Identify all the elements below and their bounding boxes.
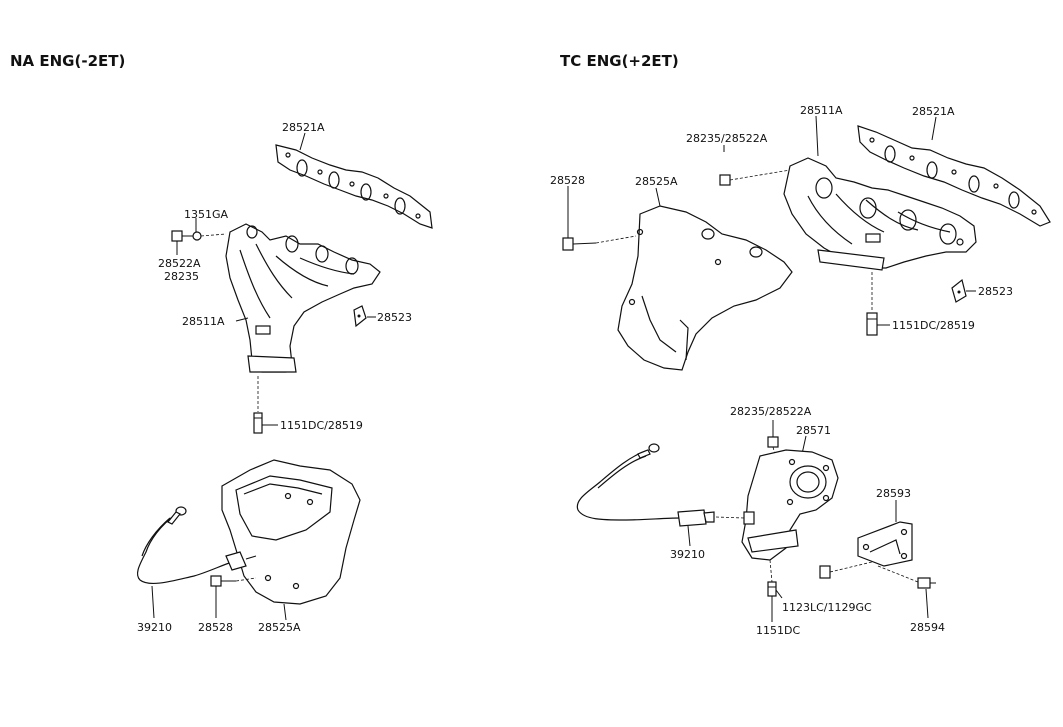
tc-bolt-28528-drawing <box>562 235 637 251</box>
tc-label-support: 28593 <box>876 487 911 500</box>
na-label-sensor: 39210 <box>137 621 172 634</box>
tc-manifold-drawing <box>783 157 977 271</box>
tc-stud-2-drawing <box>767 559 777 622</box>
tc-label-support-bolt: 28594 <box>910 621 945 634</box>
tc-turbo-housing-drawing <box>741 449 839 561</box>
na-label-gasket: 28521A <box>282 121 325 134</box>
tc-gasket-drawing <box>857 125 1051 227</box>
na-label-heat-shield: 28525A <box>258 621 301 634</box>
tc-sensor-drawing <box>576 443 745 527</box>
na-label-bolt-b: 28235 <box>164 270 199 283</box>
tc-label-gasket: 28521A <box>912 105 955 118</box>
na-label-stud: 1151DC/28519 <box>280 419 363 432</box>
na-label-manifold: 28511A <box>182 315 225 328</box>
tc-label-bolt-pair-2: 28235/28522A <box>730 405 812 418</box>
section-title-tc: TC ENG(+2ET) <box>560 52 679 70</box>
na-label-nut-seal: 1351GA <box>184 208 229 221</box>
na-heat-shield-drawing <box>221 459 361 605</box>
tc-label-bolt: 28528 <box>550 174 585 187</box>
tc-label-nut: 1151DC <box>756 624 800 637</box>
na-stud-drawing <box>253 376 263 434</box>
na-label-bolt: 28528 <box>198 621 233 634</box>
section-title-na: NA ENG(-2ET) <box>10 52 125 70</box>
tc-stud-drawing <box>866 272 878 336</box>
na-bolt-drawing <box>171 230 227 255</box>
tc-label-stud-2: 1123LC/1129GC <box>782 601 872 614</box>
tc-label-manifold: 28511A <box>800 104 843 117</box>
tc-label-sensor: 39210 <box>670 548 705 561</box>
tc-label-stud: 1151DC/28519 <box>892 319 975 332</box>
tc-label-heat-shield: 28525A <box>635 175 678 188</box>
tc-bolt-pair-drawing <box>719 169 791 186</box>
na-sensor-drawing <box>136 506 257 584</box>
tc-label-bracket: 28523 <box>978 285 1013 298</box>
na-gasket-drawing <box>275 144 433 229</box>
tc-label-bolt-pair: 28235/28522A <box>686 132 768 145</box>
tc-bracket-drawing <box>951 278 967 303</box>
tc-support-drawing <box>819 521 936 589</box>
na-manifold-drawing <box>225 223 381 373</box>
tc-label-turbo-housing: 28571 <box>796 424 831 437</box>
tc-heat-shield-drawing <box>617 205 793 371</box>
na-bracket-drawing <box>353 305 367 328</box>
na-label-bracket: 28523 <box>377 311 412 324</box>
na-label-bolt-a: 28522A <box>158 257 201 270</box>
